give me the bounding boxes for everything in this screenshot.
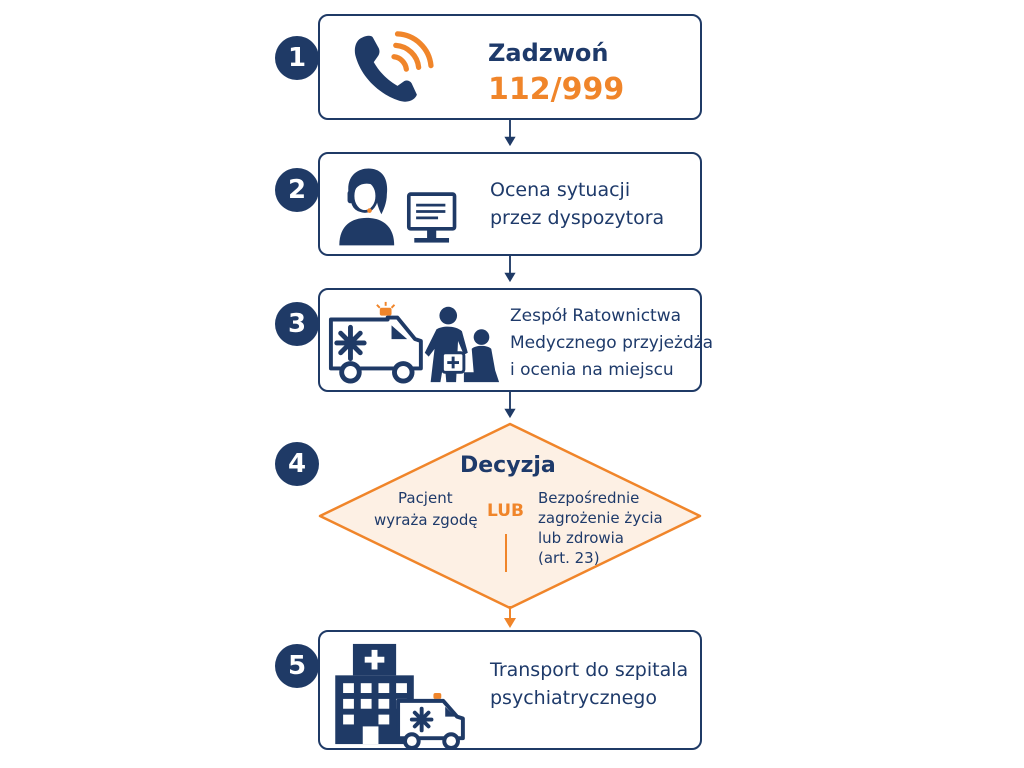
decision-option-left-line-2: wyraża zgodę <box>374 511 478 529</box>
step-1-phone-number: 112/999 <box>488 72 625 107</box>
step-3-line-3: i ocenia na miejscu <box>510 360 674 380</box>
step-number-3: 3 <box>275 302 319 346</box>
arrow-1-2 <box>504 120 516 147</box>
hospital-icon <box>335 643 465 750</box>
decision-option-left-line-1: Pacjent <box>398 489 453 507</box>
arrow-3-4 <box>504 392 516 419</box>
step-number-5: 5 <box>275 644 319 688</box>
decision-option-right-line-1: Bezpośrednie <box>538 489 640 507</box>
arrow-2-3 <box>504 256 516 283</box>
ambulance-team-icon <box>328 301 500 384</box>
step-2-line-2: przez dyspozytora <box>490 207 665 229</box>
step-number-4: 4 <box>275 442 319 486</box>
step-3-line-1: Zespół Ratownictwa <box>510 306 682 326</box>
decision-option-right-line-4: (art. 23) <box>538 549 600 567</box>
step-5-box: Transport do szpitala psychiatrycznego <box>318 630 702 750</box>
step-3-line-2: Medycznego przyjeżdża <box>510 333 714 353</box>
step-5-line-2: psychiatrycznego <box>490 687 657 709</box>
decision-option-right-line-2: zagrożenie życia <box>538 509 663 527</box>
arrow-4-5 <box>504 606 516 628</box>
step-number-1: 1 <box>275 36 319 80</box>
decision-connector-label: LUB <box>487 501 524 521</box>
step-1-box: Zadzwoń 112/999 <box>318 14 702 120</box>
step-number-2: 2 <box>275 168 319 212</box>
decision-title: Decyzja <box>460 453 556 478</box>
step-1-title: Zadzwoń <box>488 39 609 67</box>
step-2-line-1: Ocena sytuacji <box>490 179 631 201</box>
step-3-box: Zespół Ratownictwa Medycznego przyjeżdża… <box>318 288 713 392</box>
decision-option-right-line-3: lub zdrowia <box>538 529 625 547</box>
dispatcher-icon <box>339 168 457 246</box>
phone-icon <box>354 31 434 102</box>
step-2-box: Ocena sytuacji przez dyspozytora <box>318 152 702 256</box>
step-5-line-1: Transport do szpitala <box>490 659 689 681</box>
